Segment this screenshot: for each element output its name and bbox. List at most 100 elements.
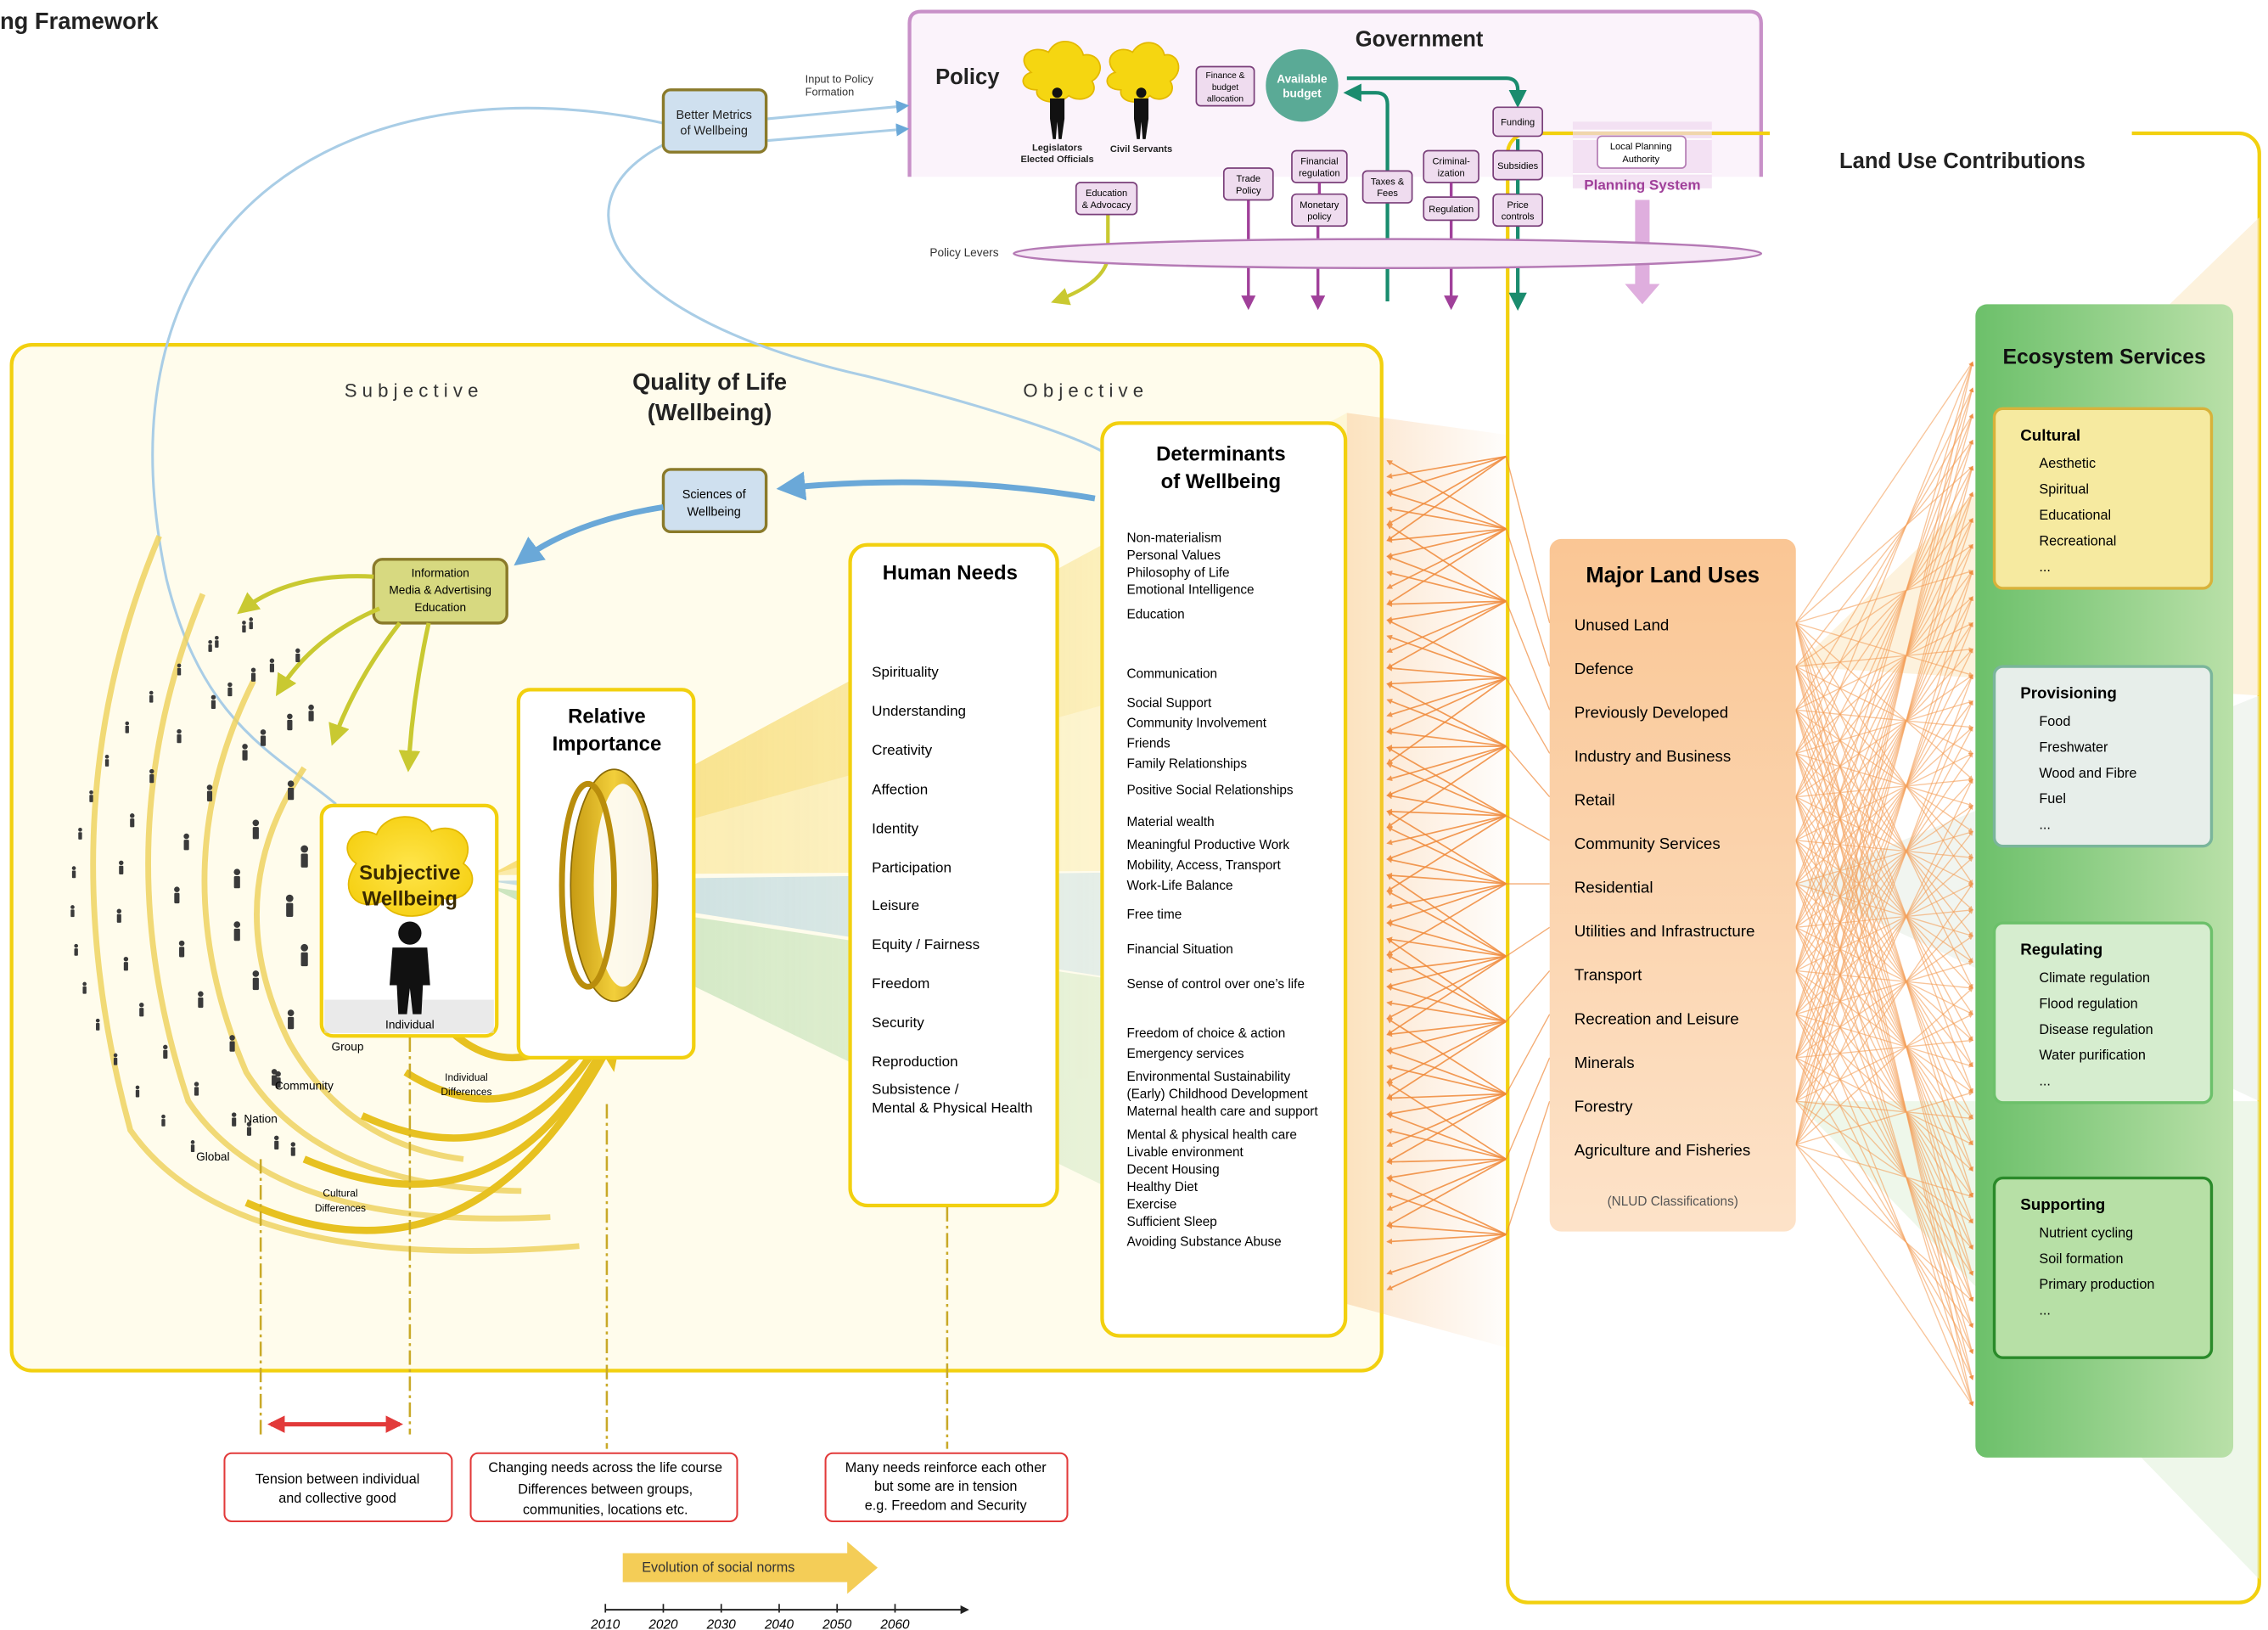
land-use-item-0: Unused Land	[1575, 615, 1670, 633]
finance-box[interactable]: Finance & budget allocation	[1195, 65, 1255, 107]
eco-item-2-2: Disease regulation	[2039, 1022, 2153, 1037]
human-need-item-5: Participation	[872, 859, 952, 875]
person-icon	[130, 813, 135, 828]
person-icon	[82, 981, 87, 994]
person-icon	[260, 729, 267, 746]
eco-item-0-3: Recreational	[2039, 533, 2116, 548]
subjective-wellbeing-box[interactable]: Subjective Wellbeing Individual	[319, 803, 499, 1038]
relative-importance-box[interactable]: Relative Importance	[516, 688, 696, 1060]
local-planning-2: Authority	[1622, 155, 1659, 165]
hub-6	[1386, 811, 1550, 956]
local-planning-authority-box[interactable]	[1597, 135, 1687, 169]
person-icon	[308, 704, 314, 722]
lever-6-line-0: Regulation	[1429, 205, 1474, 215]
eco-group-title-1: Provisioning	[2020, 684, 2117, 702]
person-icon	[208, 639, 212, 652]
individual-differences-1: Individual	[445, 1071, 487, 1083]
scale-community: Community	[275, 1079, 334, 1092]
determinant-item-6: Social Support	[1126, 696, 1212, 711]
better-metrics-line-1: Better Metrics	[676, 109, 751, 122]
lever-5-line-1: ization	[1438, 168, 1465, 178]
relative-importance-2: Importance	[553, 733, 662, 756]
lever-4[interactable]: Taxes &Fees	[1361, 170, 1413, 204]
legislator-person-icon	[1050, 87, 1065, 139]
person-icon	[194, 1082, 199, 1096]
eco-item-3-1: Soil formation	[2039, 1251, 2123, 1267]
person-icon	[161, 1114, 166, 1127]
hub-5	[1386, 746, 1551, 892]
scale-group: Group	[332, 1040, 364, 1053]
person-icon	[233, 921, 241, 941]
person-icon	[246, 1121, 252, 1136]
sciences-of-wellbeing-box[interactable]: Sciences of Wellbeing	[661, 468, 768, 534]
human-need-item-0: Spirituality	[872, 664, 939, 680]
land-use-title-bg	[1770, 115, 2132, 151]
eco-item-0-0: Aesthetic	[2039, 456, 2096, 471]
lever-3-line-0: Monetary	[1300, 200, 1339, 211]
person-icon	[250, 667, 256, 682]
legislators-label-1: Legislators	[1032, 143, 1082, 153]
determinant-item-0: Non-materialism	[1126, 531, 1221, 545]
land-use-item-7: Utilities and Infrastructure	[1575, 922, 1755, 940]
land-use-item-10: Minerals	[1575, 1054, 1635, 1071]
person-icon	[119, 860, 124, 874]
determinant-item-15: Free time	[1126, 908, 1182, 922]
evolution-label: Evolution of social norms	[642, 1560, 794, 1576]
determinant-item-26: Healthy Diet	[1126, 1180, 1198, 1194]
lever-8[interactable]: Subsidies	[1492, 149, 1544, 181]
person-icon	[123, 957, 129, 971]
tension-2: and collective good	[278, 1491, 396, 1506]
hub-11	[1386, 1100, 1551, 1290]
determinant-item-18: Freedom of choice & action	[1126, 1026, 1285, 1041]
timeline-year-0: 2010	[590, 1617, 620, 1630]
human-need-item-9: Security	[872, 1015, 924, 1031]
timeline-year-5: 2060	[879, 1617, 910, 1630]
local-planning-1: Local Planning	[1610, 142, 1672, 152]
land-use-contributions-title: Land Use Contributions	[1839, 149, 2086, 173]
person-icon	[285, 894, 294, 917]
lever-2-line-0: Financial	[1300, 157, 1338, 167]
person-icon	[274, 1135, 279, 1150]
lever-7[interactable]: Funding	[1492, 106, 1544, 138]
determinant-item-19: Emergency services	[1126, 1047, 1243, 1061]
person-icon	[89, 790, 93, 802]
hub-7	[1386, 874, 1551, 1036]
eco-fan-9	[1795, 439, 1974, 1380]
information-box[interactable]: Information Media & Advertising Educatio…	[372, 558, 508, 625]
sciences-to-information-arrow	[514, 503, 665, 566]
human-need-item-12: Mental & Physical Health	[872, 1100, 1032, 1116]
person-icon	[269, 658, 275, 672]
eco-fan-7	[1795, 387, 1974, 1329]
eco-fan-10	[1795, 413, 1974, 1354]
lever-0-line-1: & Advocacy	[1082, 200, 1131, 211]
human-need-item-8: Freedom	[872, 975, 929, 992]
budget-to-funding-arrow	[1346, 76, 1527, 109]
subjective-label: S u b j e c t i v e	[345, 380, 479, 402]
better-metrics-box[interactable]: Better Metrics of Wellbeing	[661, 88, 768, 154]
metrics-to-determinants-line	[607, 143, 1104, 453]
person-icon	[198, 991, 204, 1009]
metrics-to-policy-arrow-1	[767, 100, 910, 121]
lever-5[interactable]: Criminal-ization	[1423, 149, 1479, 183]
lever-0[interactable]: Education& Advocacy	[1075, 182, 1138, 216]
person-icon	[74, 943, 78, 956]
eco-group-title-0: Cultural	[2020, 426, 2080, 444]
government-title: Government	[1356, 28, 1484, 52]
eco-fan-11	[1795, 387, 1974, 1329]
metrics-to-policy-arrow-2	[767, 123, 910, 143]
determinant-item-29: Avoiding Substance Abuse	[1126, 1235, 1281, 1250]
legislators-label-2: Elected Officials	[1020, 155, 1093, 165]
individual-person-icon	[389, 921, 430, 1015]
determinant-item-28: Sufficient Sleep	[1126, 1215, 1216, 1229]
determinants-box: Determinants of Wellbeing Non-materialis…	[1100, 421, 1348, 1338]
lever-6[interactable]: Regulation	[1423, 196, 1479, 222]
civil-servant-person-icon	[1134, 87, 1149, 139]
